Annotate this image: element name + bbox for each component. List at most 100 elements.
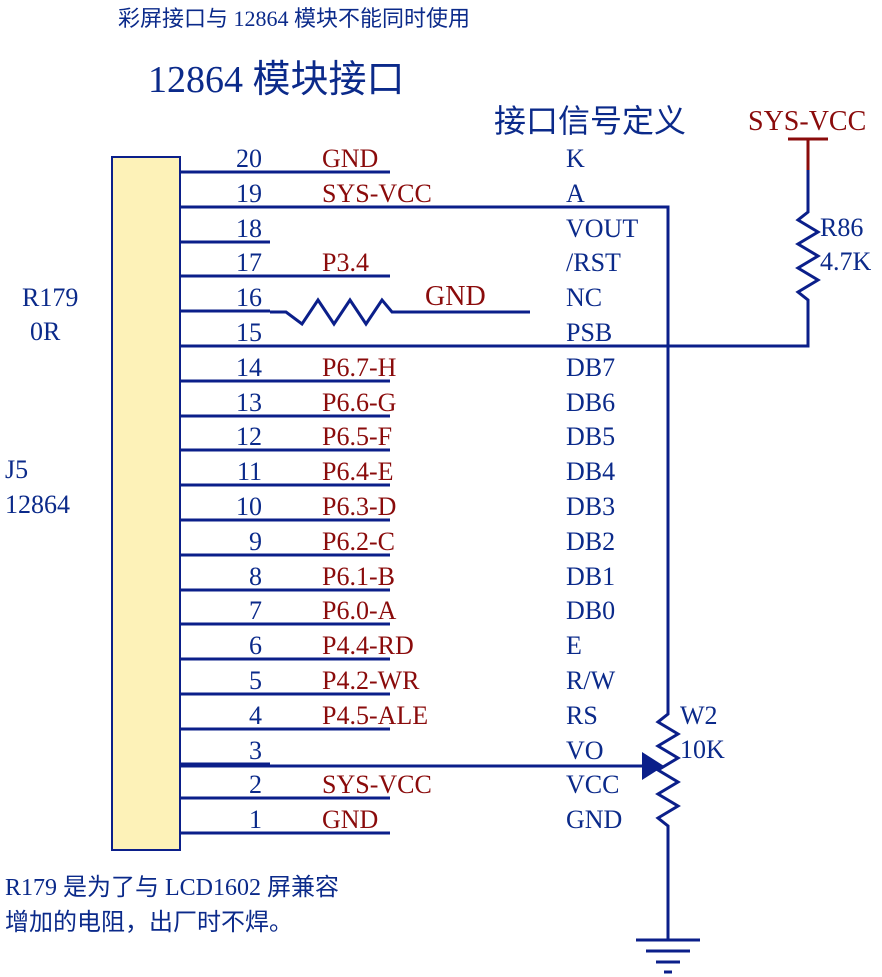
pin-row: 19 SYS-VCC A: [236, 179, 585, 208]
footnote-line2: 增加的电阻，出厂时不焊。: [5, 909, 293, 936]
pin-net-label: SYS-VCC: [322, 770, 432, 799]
pin-signal-label: E: [566, 631, 582, 660]
pin-number: 18: [236, 214, 262, 243]
pin-number: 8: [249, 562, 262, 591]
pin-row: 8 P6.1-B DB1: [180, 562, 615, 592]
pin-signal-label: R/W: [566, 666, 616, 695]
ground-symbol: [636, 930, 700, 974]
pin-number: 11: [237, 457, 262, 486]
pin-net-label: P6.3-D: [322, 492, 396, 521]
module-title: 12864 模块接口: [148, 59, 405, 101]
pin-row: 13 P6.6-G DB6: [180, 388, 615, 418]
w2-ref: W2: [680, 701, 718, 730]
pin-signal-label: NC: [566, 283, 602, 312]
pin-signal-label: K: [566, 144, 585, 173]
pin-net-label: P4.4-RD: [322, 631, 414, 660]
pin-number: 15: [236, 318, 262, 347]
r86-resistor: [795, 170, 821, 310]
pin-net-label: P6.1-B: [322, 562, 395, 591]
pin-row: 15 PSB: [236, 318, 612, 347]
pin-number: 19: [236, 179, 262, 208]
pin-net-label: P4.2-WR: [322, 666, 420, 695]
r86-value: 4.7K: [820, 247, 872, 276]
pin-signal-label: VO: [566, 736, 604, 765]
pin-number: 1: [249, 805, 262, 834]
pin-net-label: SYS-VCC: [322, 179, 432, 208]
pin19-vcc-wire: [180, 205, 670, 700]
pin15-psb-wire: [180, 310, 810, 348]
pin-signal-label: DB2: [566, 527, 615, 556]
signal-definition-title: 接口信号定义: [494, 103, 686, 139]
r179-resistor: [270, 297, 530, 327]
pin-signal-label: DB1: [566, 562, 615, 591]
pin-signal-label: RS: [566, 701, 598, 730]
pin-signal-label: VCC: [566, 770, 619, 799]
w2-wiper-arrow: [642, 752, 664, 780]
pin-signal-label: /RST: [566, 248, 621, 277]
pin-signal-label: GND: [566, 805, 622, 834]
pin-row: 5 P4.2-WR R/W: [180, 666, 616, 696]
pin-number: 20: [236, 144, 262, 173]
pin-signal-label: VOUT: [566, 214, 638, 243]
pin-net-label: P6.0-A: [322, 596, 397, 625]
pin-row: 3 VO: [180, 736, 604, 766]
pin-net-label: P6.4-E: [322, 457, 394, 486]
pin-net-label: P6.2-C: [322, 527, 395, 556]
pin-number: 14: [236, 353, 262, 382]
pin-signal-label: DB0: [566, 596, 615, 625]
pin-number: 9: [249, 527, 262, 556]
pin-number: 16: [236, 283, 262, 312]
pin-number: 6: [249, 631, 262, 660]
r179-ref: R179: [22, 283, 78, 312]
pin-signal-label: DB4: [566, 457, 615, 486]
pin-number: 17: [236, 248, 262, 277]
pin-row: 12 P6.5-F DB5: [180, 422, 615, 452]
pin-number: 13: [236, 388, 262, 417]
header-note: 彩屏接口与 12864 模块不能同时使用: [118, 6, 470, 31]
pin-row: 16 NC: [180, 283, 602, 313]
pin-signal-label: DB6: [566, 388, 615, 417]
pin-signal-label: DB7: [566, 353, 615, 382]
pin-row: 4 P4.5-ALE RS: [180, 701, 598, 731]
pin-number: 12: [236, 422, 262, 451]
r179-gnd-label: GND: [425, 281, 486, 312]
pin-net-label: P4.5-ALE: [322, 701, 428, 730]
pin-signal-label: DB5: [566, 422, 615, 451]
pin-number: 2: [249, 770, 262, 799]
pin-row: 9 P6.2-C DB2: [180, 527, 615, 557]
pin-net-label: P6.6-G: [322, 388, 396, 417]
pin-number: 5: [249, 666, 262, 695]
pin-number: 4: [249, 701, 262, 730]
vcc-symbol-label: SYS-VCC: [748, 106, 866, 137]
pin-signal-label: DB3: [566, 492, 615, 521]
connector-body: [111, 156, 181, 851]
pin-row: 18 VOUT: [180, 214, 638, 244]
pin-net-label: P3.4: [322, 248, 369, 277]
pin-net-label: GND: [322, 144, 378, 173]
connector-value: 12864: [5, 490, 70, 519]
pin-row: 10 P6.3-D DB3: [180, 492, 615, 522]
pin-row: 17 P3.4/RST: [180, 248, 621, 278]
pin-net-label: P6.5-F: [322, 422, 392, 451]
pin-number: 3: [249, 736, 262, 765]
pin-row: 14 P6.7-H DB7: [180, 353, 615, 383]
pin-row: 11 P6.4-E DB4: [180, 457, 615, 487]
pin-signal-label: PSB: [566, 318, 612, 347]
pin-number: 7: [249, 596, 262, 625]
pin-row: 20 GND K: [180, 144, 585, 174]
r179-value: 0R: [30, 317, 61, 346]
connector-ref: J5: [5, 455, 28, 484]
pin-net-label: P6.7-H: [322, 353, 397, 382]
pin-net-label: GND: [322, 805, 378, 834]
pin-row: 6 P4.4-RD E: [180, 631, 582, 661]
w2-value: 10K: [680, 735, 725, 764]
pin-row: 2 SYS-VCC VCC: [180, 770, 619, 800]
r86-ref: R86: [820, 213, 863, 242]
pin-row: 1 GND GND: [180, 805, 622, 835]
pin-signal-label: A: [566, 179, 585, 208]
pin-number: 10: [236, 492, 262, 521]
footnote-line1: R179 是为了与 LCD1602 屏兼容: [5, 874, 339, 901]
w2-potentiometer: [655, 700, 681, 930]
